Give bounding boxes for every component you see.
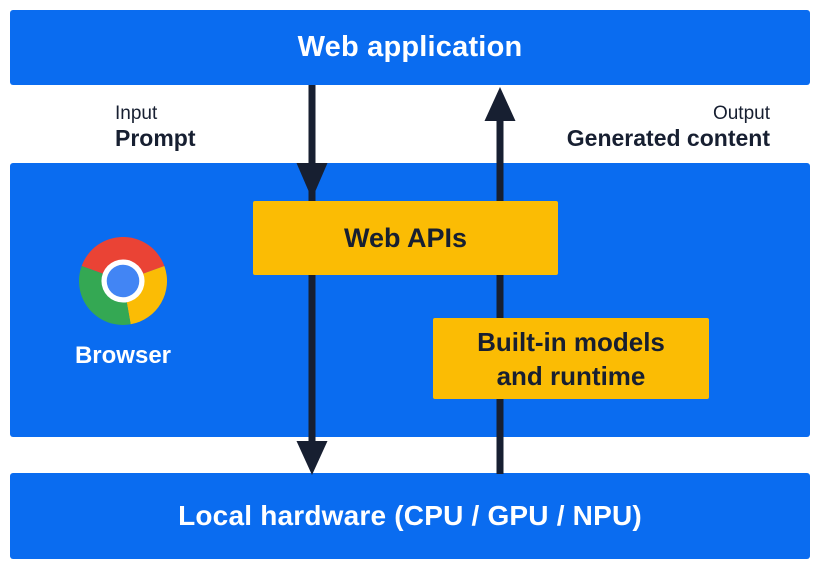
- local-hardware-band: Local hardware (CPU / GPU / NPU): [10, 473, 810, 559]
- input-value-label: Prompt: [115, 125, 196, 151]
- chrome-browser-icon: [78, 236, 168, 325]
- web-application-band: Web application: [10, 10, 810, 85]
- browser-label: Browser: [74, 342, 172, 369]
- builtin-models-label: Built-in models and runtime: [477, 326, 665, 391]
- input-heading: Input: [115, 103, 158, 124]
- web-apis-label: Web APIs: [343, 222, 468, 253]
- local-hardware-label: Local hardware (CPU / GPU / NPU): [178, 500, 642, 531]
- web-application-label: Web application: [297, 31, 523, 63]
- output-flow-up-arrow: [484, 87, 516, 474]
- web-apis-box: Web APIs: [253, 201, 558, 275]
- output-value-label: Generated content: [566, 125, 770, 151]
- input-flow-down-arrow: [296, 85, 328, 475]
- builtin-models-box: Built-in models and runtime: [433, 318, 709, 399]
- output-heading: Output: [712, 103, 770, 124]
- chrome-logo-graphic: [78, 236, 168, 325]
- input-label-group: Input Prompt: [115, 102, 196, 152]
- output-label-group: Output Generated content: [567, 102, 770, 152]
